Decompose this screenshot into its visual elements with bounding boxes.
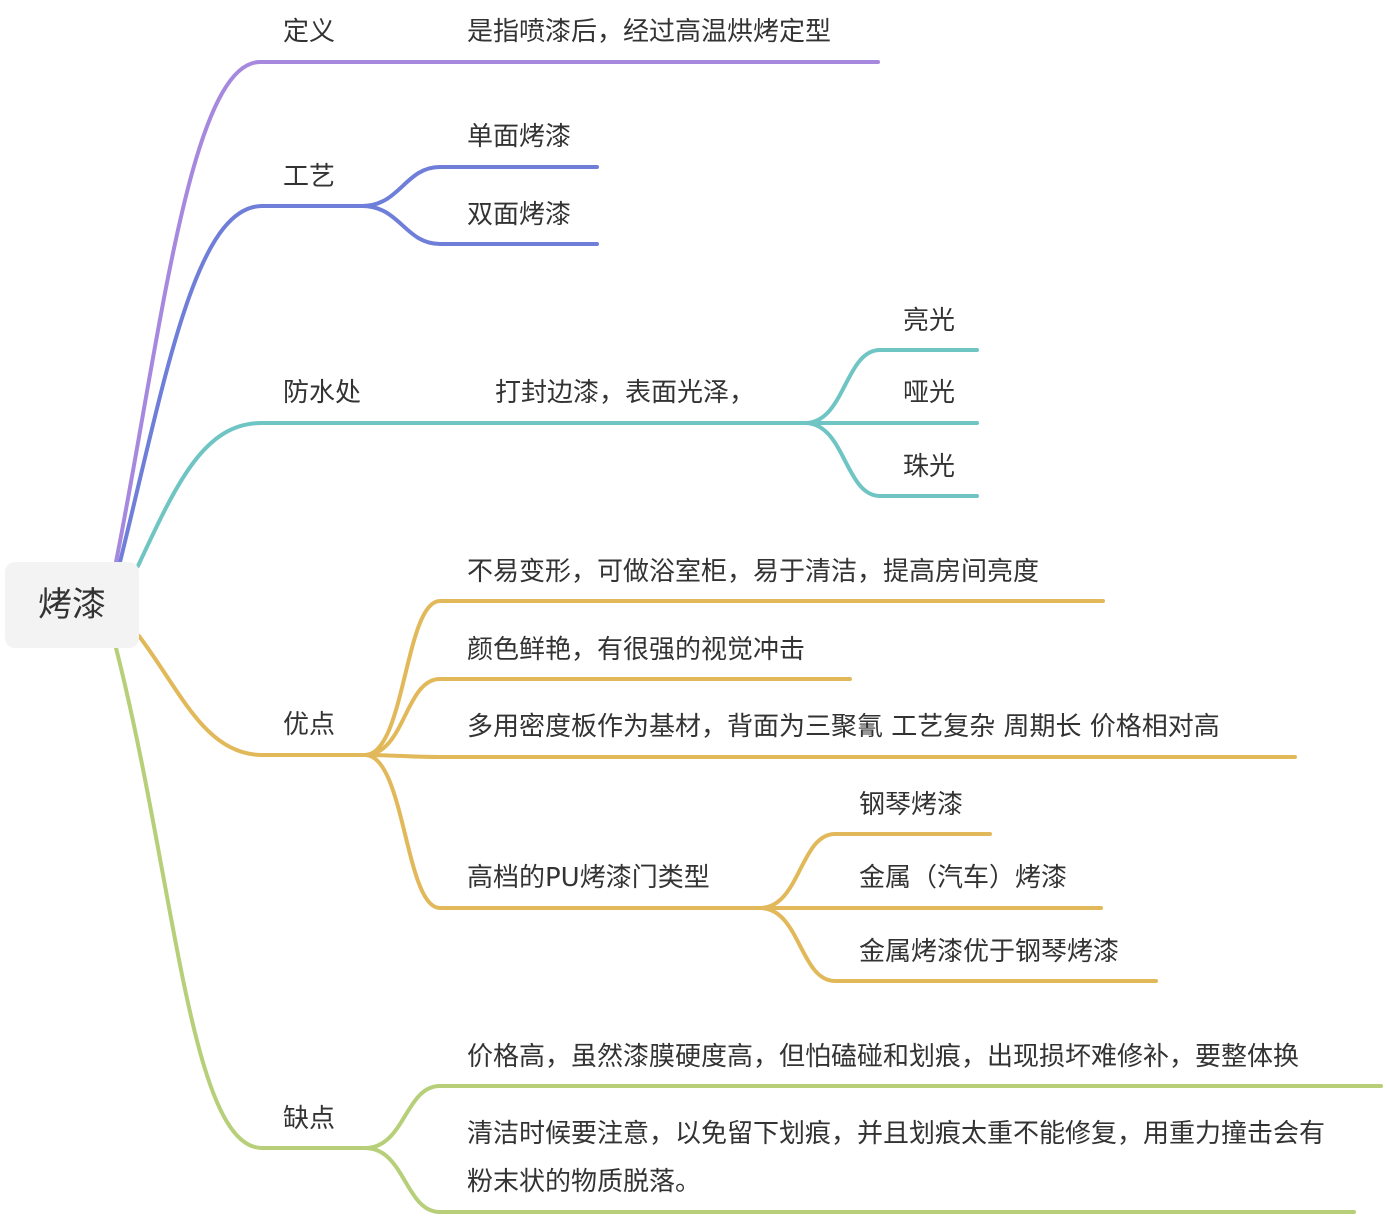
- connector-doors-better: [758, 906, 1158, 983]
- finish-pearl[interactable]: 珠光: [903, 452, 956, 482]
- finish-glossy[interactable]: 亮光: [903, 306, 956, 336]
- connector-root-craft: [118, 204, 264, 564]
- branch-definition-label[interactable]: 定义: [283, 17, 336, 47]
- connector-adv-2: [363, 677, 852, 757]
- door-type-metal-better[interactable]: 金属烤漆优于钢琴烤漆: [859, 937, 1120, 967]
- connector-doors-piano: [758, 832, 992, 910]
- root-node[interactable]: [5, 562, 139, 648]
- definition-detail[interactable]: 是指喷漆后，经过高温烘烤定型: [467, 17, 832, 47]
- connector-craft-double: [360, 204, 599, 246]
- connector-root-advantages: [137, 634, 264, 757]
- connector-craft-single: [360, 165, 599, 208]
- door-type-metal-car[interactable]: 金属（汽车）烤漆: [859, 863, 1068, 893]
- connector-root-definition: [114, 60, 262, 564]
- connector-root-disadvantages: [114, 646, 264, 1150]
- connector-waterproof-pearl: [803, 421, 979, 498]
- branch-advantages-label[interactable]: 优点: [283, 710, 336, 740]
- craft-single-sided[interactable]: 单面烤漆: [467, 122, 572, 152]
- root-node-label: 烤漆: [38, 585, 106, 625]
- disadvantage-item-1[interactable]: 价格高，虽然漆膜硬度高，但怕磕碰和划痕，出现损坏难修补，要整体换: [467, 1042, 1300, 1072]
- disadvantage-item-2[interactable]: 清洁时候要注意，以免留下划痕，并且划痕太重不能修复，用重力撞击会有粉末状的物质脱…: [467, 1119, 1326, 1197]
- connector-adv-1: [363, 599, 1105, 757]
- advantage-item-2[interactable]: 颜色鲜艳，有很强的视觉冲击: [467, 635, 806, 665]
- branch-waterproof-label[interactable]: 防水处: [283, 378, 362, 408]
- branch-craft-label[interactable]: 工艺: [283, 162, 336, 192]
- waterproof-detail[interactable]: 打封边漆，表面光泽，: [495, 378, 756, 408]
- door-type-piano[interactable]: 钢琴烤漆: [859, 790, 964, 820]
- connector-dis-1: [363, 1084, 1383, 1150]
- advantage-item-3[interactable]: 多用密度板作为基材，背面为三聚氰 工艺复杂 周期长 价格相对高: [467, 712, 1220, 742]
- connector-adv-doors: [363, 753, 762, 910]
- connector-adv-3: [363, 753, 1297, 759]
- finish-matte[interactable]: 哑光: [903, 378, 956, 408]
- branch-disadvantages-label[interactable]: 缺点: [283, 1104, 336, 1134]
- connector-root-waterproof: [136, 421, 264, 568]
- door-types-label[interactable]: 高档的PU烤漆门类型: [467, 863, 710, 893]
- craft-double-sided[interactable]: 双面烤漆: [467, 200, 572, 230]
- advantage-item-1[interactable]: 不易变形，可做浴室柜，易于清洁，提高房间亮度: [467, 557, 1040, 587]
- connector-dis-2: [363, 1146, 1356, 1214]
- connector-waterproof-glossy: [803, 348, 979, 425]
